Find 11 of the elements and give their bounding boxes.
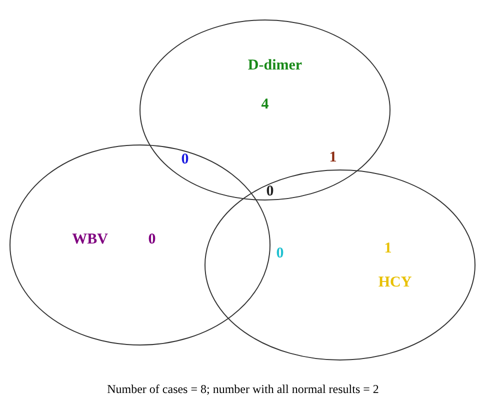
set-label: D-dimer (248, 58, 302, 74)
region-count: 4 (261, 98, 269, 112)
region-count: 0 (181, 152, 189, 168)
set-label: WBV (72, 232, 108, 248)
region-count: 1 (384, 242, 392, 256)
region-count: 0 (266, 184, 274, 200)
region-count: 0 (276, 246, 284, 262)
caption: Number of cases = 8; number with all normal results = 2 (107, 382, 379, 397)
region-count: 1 (329, 150, 337, 166)
set-label: HCY (378, 276, 412, 290)
region-count: 0 (148, 232, 156, 248)
